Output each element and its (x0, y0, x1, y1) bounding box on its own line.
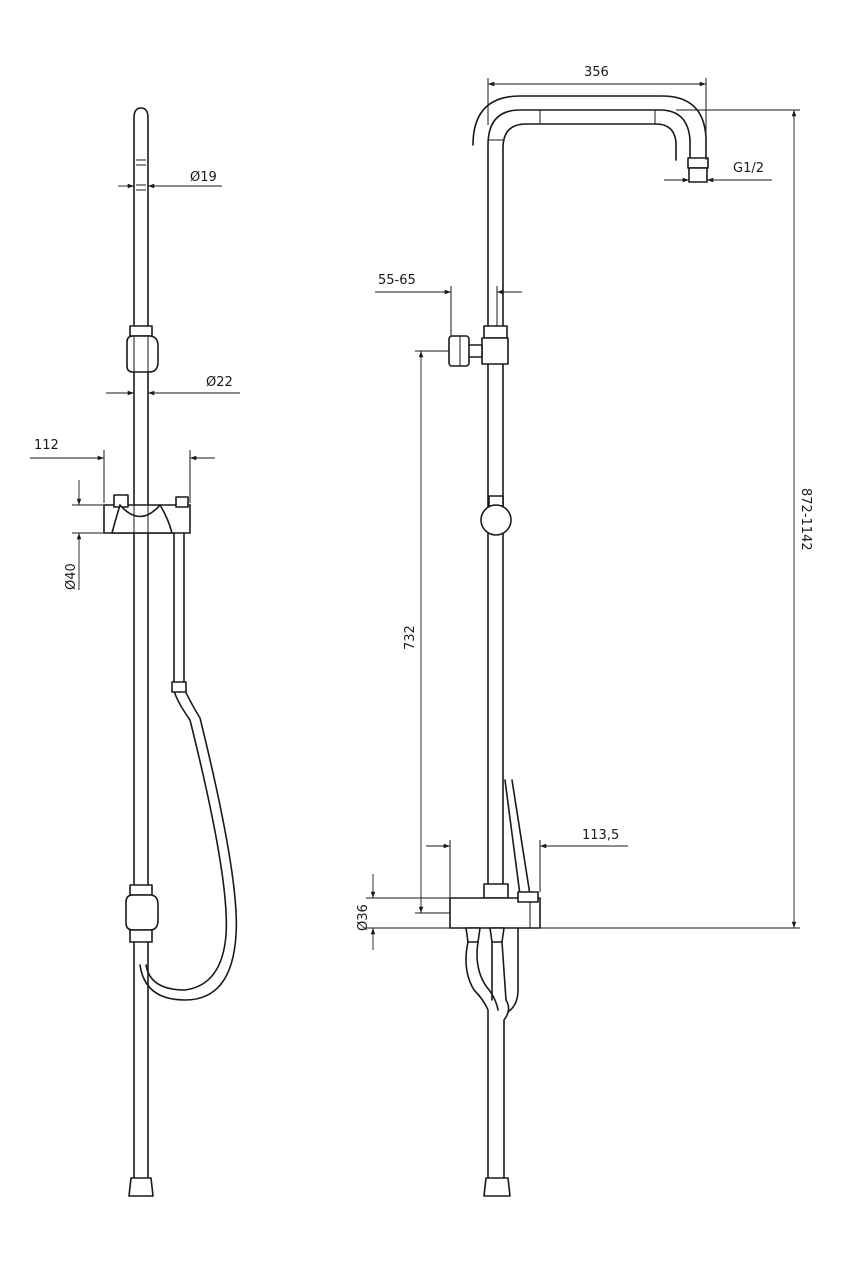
dim-wall-clearance-label: 55-65 (378, 273, 416, 288)
wall-bracket (448, 325, 509, 367)
dim-mixer-diameter: Ø36 (356, 874, 450, 950)
front-view: 356 G1/2 55-65 732 (356, 65, 813, 1197)
dim-total-height: 872-1142 (540, 109, 813, 929)
dim-head-diameter-label: Ø19 (190, 170, 217, 185)
hose-inner (139, 532, 238, 1001)
dim-thread-label: G1/2 (733, 161, 764, 176)
overhead-arm-outer (502, 123, 677, 331)
slider (103, 494, 191, 534)
side-view: Ø19 Ø22 112 Ø40 (30, 107, 240, 1197)
dim-arm-reach-label: 356 (584, 65, 609, 80)
dim-head-diameter: Ø19 (118, 170, 222, 189)
main-rail (487, 329, 504, 886)
dim-slider-diameter-label: Ø40 (64, 563, 79, 590)
lower-bracket (125, 884, 159, 943)
dim-mixer-diameter-label: Ø36 (356, 904, 371, 931)
dim-slider-diameter: Ø40 (64, 480, 104, 590)
rail-slider (480, 495, 512, 536)
dim-wall-clearance: 55-65 (375, 273, 522, 336)
dim-arm-reach: 356 (487, 65, 707, 160)
hose (145, 532, 228, 991)
dim-rail-diameter: Ø22 (106, 375, 240, 396)
upper-bracket (126, 325, 159, 373)
dim-total-height-label: 872-1142 (798, 488, 813, 551)
dim-thread: G1/2 (664, 161, 772, 183)
dim-slider-width-label: 112 (34, 438, 59, 453)
dim-mixer-depth: 113,5 (426, 828, 628, 898)
dim-rail-diameter-label: Ø22 (206, 375, 233, 390)
dim-bracket-height-label: 732 (403, 625, 418, 650)
dim-bracket-height: 732 (403, 350, 450, 914)
lower-pipes (465, 927, 519, 1181)
hose-front (504, 779, 531, 896)
dim-slider-width: 112 (30, 438, 215, 503)
mixer-body (449, 883, 541, 943)
upper-rail (133, 107, 149, 1181)
dim-mixer-depth-label: 113,5 (582, 828, 619, 843)
